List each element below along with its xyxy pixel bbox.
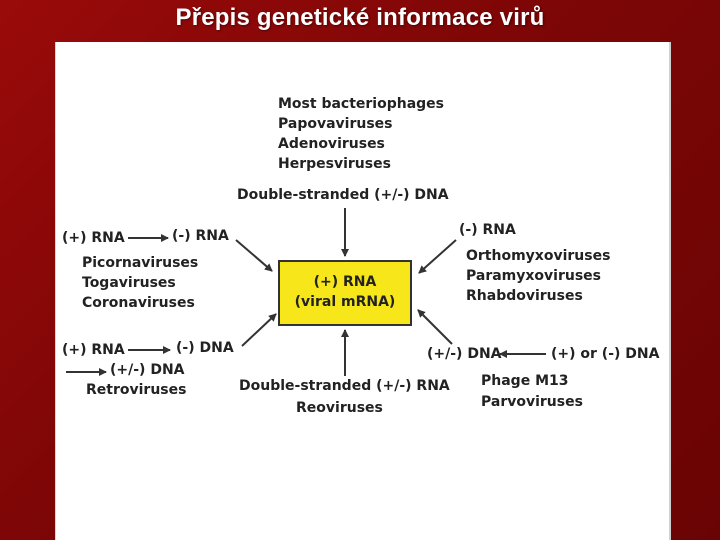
slide-title: Přepis genetické informace virů xyxy=(175,4,545,31)
right-upper-example-3: Rhabdoviruses xyxy=(466,288,583,304)
left-lower-intermediate-label: (+/-) DNA xyxy=(110,362,185,378)
arrow-right-lower-to-center xyxy=(417,309,453,345)
arrows-layer xyxy=(66,208,546,376)
left-upper-to-label: (-) RNA xyxy=(172,228,229,244)
right-upper-example-2: Paramyxoviruses xyxy=(466,268,602,284)
top-example-1: Most bacteriophages xyxy=(278,96,445,112)
right-lower-example-1: Phage M13 xyxy=(481,373,569,389)
center-line-2: (viral mRNA) xyxy=(294,294,396,310)
left-upper-example-1: Picornaviruses xyxy=(82,255,199,271)
arrow-left-upper-to-center xyxy=(235,239,273,272)
diagram-panel: Most bacteriophages Papovaviruses Adenov… xyxy=(55,42,671,540)
arrow-right-upper-to-center xyxy=(418,239,457,274)
right-lower-from-label: (+) or (-) DNA xyxy=(551,346,660,362)
right-lower-example-2: Parvoviruses xyxy=(481,394,583,410)
center-viral-mrna-box: (+) RNA (viral mRNA) xyxy=(278,260,412,326)
left-upper-example-2: Togaviruses xyxy=(82,275,176,291)
right-upper-example-1: Orthomyxoviruses xyxy=(466,248,611,264)
top-example-2: Papovaviruses xyxy=(278,116,393,132)
arrow-left-lower-to-center xyxy=(241,313,277,347)
center-line-1: (+) RNA xyxy=(313,274,377,290)
bottom-example-1: Reoviruses xyxy=(296,400,383,416)
left-upper-from-label: (+) RNA xyxy=(62,230,125,246)
left-lower-to-label: (-) DNA xyxy=(176,340,234,356)
top-example-4: Herpesviruses xyxy=(278,156,391,172)
left-upper-example-3: Coronaviruses xyxy=(82,295,195,311)
right-lower-to-label: (+/-) DNA xyxy=(427,346,502,362)
top-example-3: Adenoviruses xyxy=(278,136,385,152)
left-lower-from-label: (+) RNA xyxy=(62,342,125,358)
right-upper-genome-label: (-) RNA xyxy=(459,222,516,238)
top-genome-label: Double-stranded (+/-) DNA xyxy=(237,187,449,203)
left-lower-example-1: Retroviruses xyxy=(86,382,187,398)
bottom-genome-label: Double-stranded (+/-) RNA xyxy=(239,378,450,394)
